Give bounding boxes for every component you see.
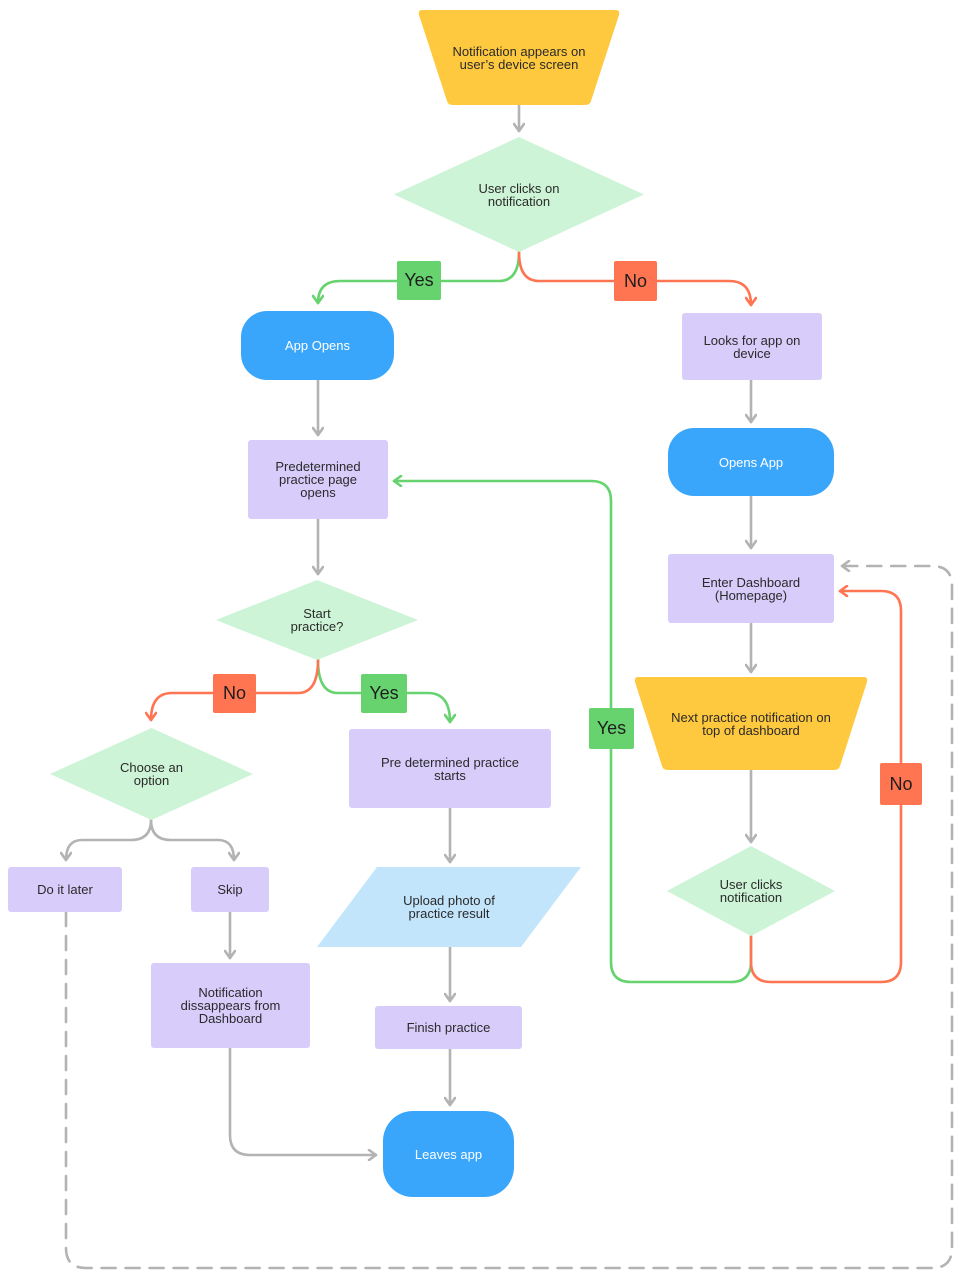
- link-choose-to-skip: [149, 818, 234, 862]
- badge-yes-loop: Yes: [589, 708, 634, 749]
- link-no-loop: [749, 591, 903, 984]
- node-enter-dashboard[interactable]: Enter Dashboard (Homepage): [668, 554, 834, 623]
- node-label: Do it later: [37, 882, 93, 897]
- node-label: Skip: [217, 882, 243, 897]
- node-app-opens[interactable]: App Opens: [241, 311, 394, 380]
- node-label: Finish practice: [406, 1020, 491, 1035]
- link-yes-loop: [392, 481, 753, 984]
- diamond-shape: [50, 728, 253, 820]
- node-upload-photo[interactable]: Upload photo of practice result: [317, 867, 581, 947]
- badge-no-top: No: [614, 261, 657, 301]
- link-disappears-to-leaves: [228, 1046, 378, 1155]
- node-looks-for-app[interactable]: Looks for app on device: [682, 313, 822, 380]
- badge-yes-top: Yes: [397, 261, 441, 300]
- badge-yes-start: Yes: [361, 674, 407, 713]
- node-label: User clicks notification: [719, 877, 783, 905]
- node-next-practice-notification[interactable]: Next practice notification on top of das…: [634, 677, 868, 770]
- trapezoid-shape: [418, 10, 620, 105]
- diamond-shape: [216, 580, 418, 660]
- badge-no-start: No: [213, 674, 256, 713]
- badge-no-loop: No: [880, 763, 922, 805]
- diamond-shape: [667, 846, 835, 936]
- node-predetermined-page[interactable]: Predetermined practice page opens: [248, 440, 388, 519]
- node-user-clicks-notification-decision[interactable]: User clicks notification: [667, 846, 835, 936]
- node-label: Pre determined practice starts: [380, 754, 519, 783]
- node-label: Notification appears on user’s device sc…: [452, 43, 586, 72]
- node-finish-practice[interactable]: Finish practice: [375, 1006, 522, 1049]
- diamond-shape: [394, 137, 644, 252]
- node-label: User clicks on notification: [478, 180, 560, 209]
- dashed-return-loop: [64, 566, 954, 1270]
- trapezoid-shape: [634, 677, 868, 770]
- node-practice-starts[interactable]: Pre determined practice starts: [349, 729, 551, 808]
- node-label: Opens App: [718, 454, 784, 470]
- node-label: App Opens: [284, 338, 351, 353]
- node-user-clicks-decision[interactable]: User clicks on notification: [394, 137, 644, 252]
- node-do-it-later[interactable]: Do it later: [8, 867, 122, 912]
- node-label: Looks for app on device: [703, 332, 801, 361]
- node-leaves-app[interactable]: Leaves app: [383, 1111, 514, 1197]
- node-label: Next practice notification on top of das…: [671, 709, 831, 738]
- node-label: Predetermined practice page opens: [275, 459, 361, 500]
- node-label: Leaves app: [414, 1146, 483, 1162]
- node-label: Start practice?: [290, 606, 344, 634]
- node-choose-option-decision[interactable]: Choose an option: [50, 728, 253, 820]
- node-label: Upload photo of practice result: [403, 893, 495, 921]
- node-opens-app[interactable]: Opens App: [668, 428, 834, 496]
- node-notification-disappears[interactable]: Notification dissappears from Dashboard: [151, 963, 310, 1048]
- parallelogram-shape: [317, 867, 581, 947]
- node-start-practice-decision[interactable]: Start practice?: [216, 580, 418, 660]
- node-label: Enter Dashboard (Homepage): [701, 574, 801, 603]
- node-label: Notification dissappears from Dashboard: [180, 985, 281, 1026]
- link-choose-to-dolater: [66, 818, 153, 862]
- node-label: Choose an option: [120, 760, 183, 788]
- node-skip[interactable]: Skip: [191, 867, 269, 912]
- node-notification-appears[interactable]: Notification appears on user’s device sc…: [418, 10, 620, 105]
